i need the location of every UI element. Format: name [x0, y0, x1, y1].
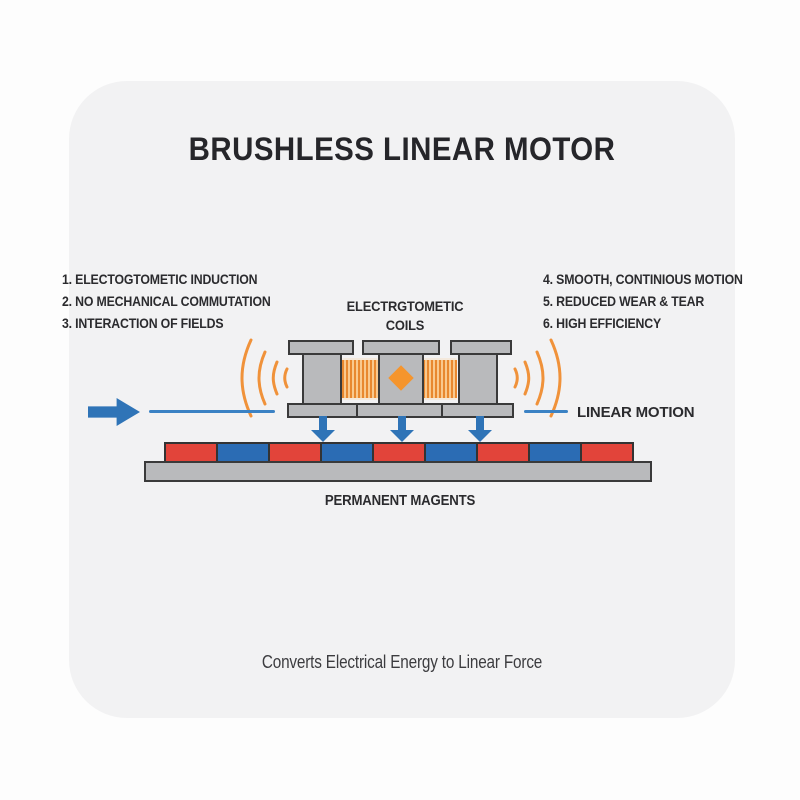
- magnet-block-red: [476, 442, 530, 463]
- magnet-block-red: [372, 442, 426, 463]
- pole-body-right: [458, 353, 498, 405]
- force-down-arrow-icon: [311, 416, 335, 442]
- feature-item-3: 3. INTERACTION OF FIELDS: [62, 315, 224, 331]
- magnet-block-blue: [216, 442, 270, 463]
- magnet-block-red: [268, 442, 322, 463]
- coils-label-line1: ELECTRGTOMETIC: [346, 298, 464, 314]
- arrow-head: [468, 430, 492, 442]
- feature-item-1: 1. ELECTOGTOMETIC INDUCTION: [62, 271, 258, 287]
- wave-arcs-right-icon: [513, 338, 562, 418]
- arrow-stem: [476, 416, 484, 430]
- coils-label-line2: COILS: [385, 317, 425, 333]
- page-title: BRUSHLESS LINEAR MOTOR: [188, 131, 616, 167]
- coils-label: ELECTRGTOMETIC COILS: [336, 297, 474, 335]
- magnet-strip: [164, 442, 634, 463]
- linear-motion-label: LINEAR MOTION: [577, 404, 695, 421]
- force-down-arrow-icon: [390, 416, 414, 442]
- arrow-stem: [398, 416, 406, 430]
- feature-item-2: 2. NO MECHANICAL COMMUTATION: [62, 293, 271, 309]
- arrow-head: [390, 430, 414, 442]
- feature-list-right: 4. SMOOTH, CONTINIOUS MOTION 5. REDUCED …: [543, 268, 743, 334]
- wave-arcs-left-icon: [240, 338, 289, 418]
- base-plate: [144, 461, 652, 482]
- magnet-block-blue: [424, 442, 478, 463]
- motion-line-right: [524, 410, 568, 413]
- force-down-arrow-icon: [468, 416, 492, 442]
- feature-item-5: 5. REDUCED WEAR & TEAR: [543, 293, 705, 309]
- arrow-stem: [319, 416, 327, 430]
- magnet-block-blue: [528, 442, 582, 463]
- magnet-block-red: [580, 442, 634, 463]
- magnet-block-blue: [320, 442, 374, 463]
- caption: Converts Electrical Energy to Linear For…: [261, 652, 543, 672]
- coil-right-icon: [423, 358, 457, 400]
- feature-item-6: 6. HIGH EFFICIENCY: [543, 315, 662, 331]
- feature-item-4: 4. SMOOTH, CONTINIOUS MOTION: [543, 271, 743, 287]
- feature-list-left: 1. ELECTOGTOMETIC INDUCTION 2. NO MECHAN…: [62, 268, 271, 334]
- motion-line-left: [149, 410, 275, 413]
- pole-body-left: [302, 353, 342, 405]
- coil-left-icon: [342, 358, 378, 400]
- arrow-head: [311, 430, 335, 442]
- permanent-magnets-label: PERMANENT MAGENTS: [324, 492, 476, 509]
- magnet-block-red: [164, 442, 218, 463]
